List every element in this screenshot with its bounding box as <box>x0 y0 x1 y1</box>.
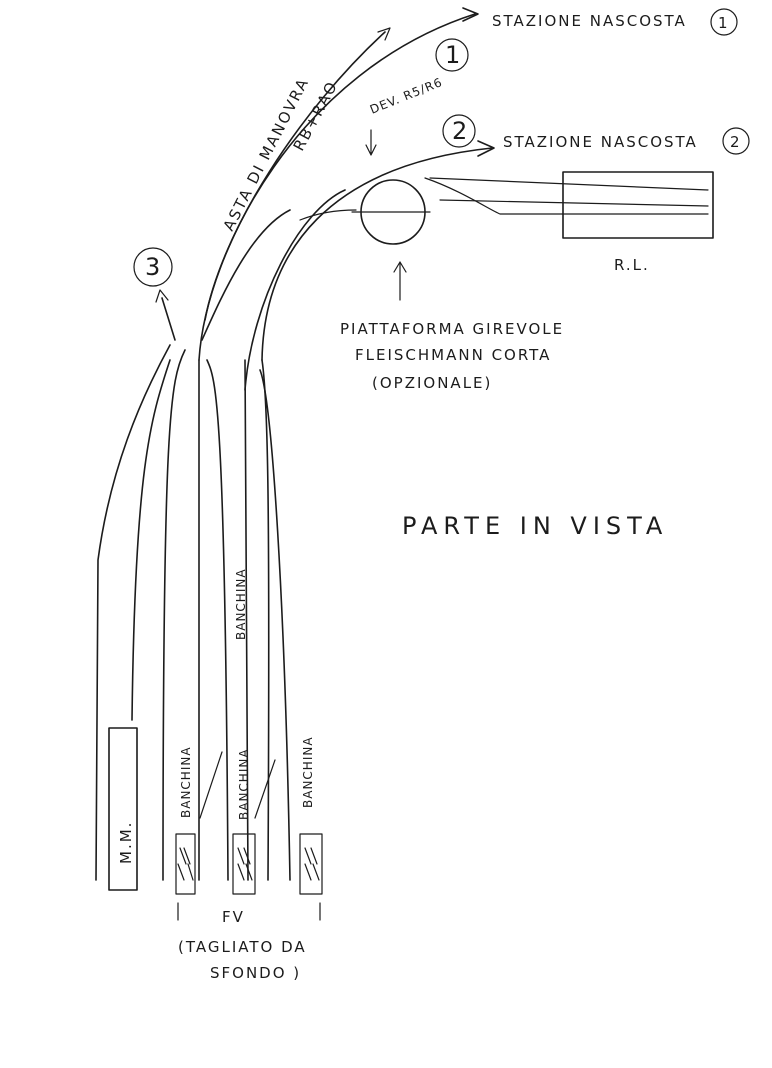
label-banchina-1: BANCHINA <box>179 746 193 818</box>
hatch-3 <box>304 847 320 881</box>
label-circle-1: 1 <box>445 41 466 69</box>
label-piattaforma-3: (OPZIONALE) <box>372 374 492 392</box>
banchina-block-2 <box>232 833 256 895</box>
arrow-stazione-2 <box>477 140 495 157</box>
station-buildings <box>108 727 323 921</box>
label-piattaforma-1: PIATTAFORMA GIREVOLE <box>340 320 564 338</box>
throat-mid <box>131 359 171 721</box>
track-lines <box>95 13 493 881</box>
asta-di-manovra-track <box>201 209 291 341</box>
labels: STAZIONE NASCOSTA 1 STAZIONE NASCOSTA 2 … <box>117 12 742 982</box>
piattaforma-arrow <box>393 261 407 301</box>
circle-stazione-1 <box>710 8 738 36</box>
number-circles <box>133 8 750 287</box>
track-4 <box>244 359 249 881</box>
label-banchina-2: BANCHINA <box>234 568 248 640</box>
label-banchina-4: BANCHINA <box>301 736 315 808</box>
label-mm: M.M. <box>117 821 135 864</box>
track-to-stazione-1-parallel <box>204 31 386 321</box>
circle-2 <box>442 114 476 148</box>
track-to-stazione-2-inner <box>244 189 346 391</box>
hatch-2 <box>237 847 253 881</box>
diag-1 <box>199 751 223 819</box>
diag-2 <box>254 759 276 819</box>
circle-3 <box>133 247 173 287</box>
track-3 <box>206 359 229 881</box>
rl-track-2 <box>429 177 709 191</box>
label-stazione-2: STAZIONE NASCOSTA <box>503 133 698 151</box>
track-banchina-1 <box>162 349 186 881</box>
track-5 <box>261 359 270 881</box>
label-stazione-1-num: 1 <box>718 14 730 32</box>
circle-stazione-2 <box>722 127 750 155</box>
banchina-block-3 <box>299 833 323 895</box>
mm-box <box>108 727 138 891</box>
label-stazione-2-num: 2 <box>730 133 742 151</box>
track-to-3-arrow <box>155 289 169 303</box>
throat-left <box>95 344 171 881</box>
turntable-group <box>351 129 714 301</box>
rl-track-3 <box>439 199 709 207</box>
circle-1 <box>435 38 469 72</box>
arrow-stazione-1 <box>462 7 479 22</box>
banchina-block-1 <box>175 833 196 895</box>
station-arrows <box>377 7 495 157</box>
label-stazione-1: STAZIONE NASCOSTA <box>492 12 687 30</box>
label-fv: FV <box>222 908 245 926</box>
track-to-3 <box>161 297 176 341</box>
label-dev: DEV. R5/R6 <box>368 75 445 117</box>
arrow-asta <box>377 27 391 41</box>
label-tagliato-1: (TAGLIATO DA <box>178 938 307 956</box>
label-asta: ASTA DI MANOVRA <box>220 74 313 234</box>
label-rl: R.L. <box>614 256 650 274</box>
rl-shed <box>562 171 714 239</box>
label-banchina-3: BANCHINA <box>237 748 251 820</box>
label-circle-3: 3 <box>145 253 166 281</box>
label-circle-2: 2 <box>452 117 473 145</box>
track-to-stazione-2 <box>261 147 493 361</box>
label-tagliato-2: SFONDO ) <box>210 964 301 982</box>
track-6 <box>259 369 291 881</box>
dev-arrow <box>365 129 377 156</box>
track-to-turntable <box>299 209 357 221</box>
label-parte-in-vista: PARTE IN VISTA <box>402 512 668 540</box>
hatch-1 <box>177 847 194 881</box>
label-piattaforma-2: FLEISCHMANN CORTA <box>355 346 551 364</box>
